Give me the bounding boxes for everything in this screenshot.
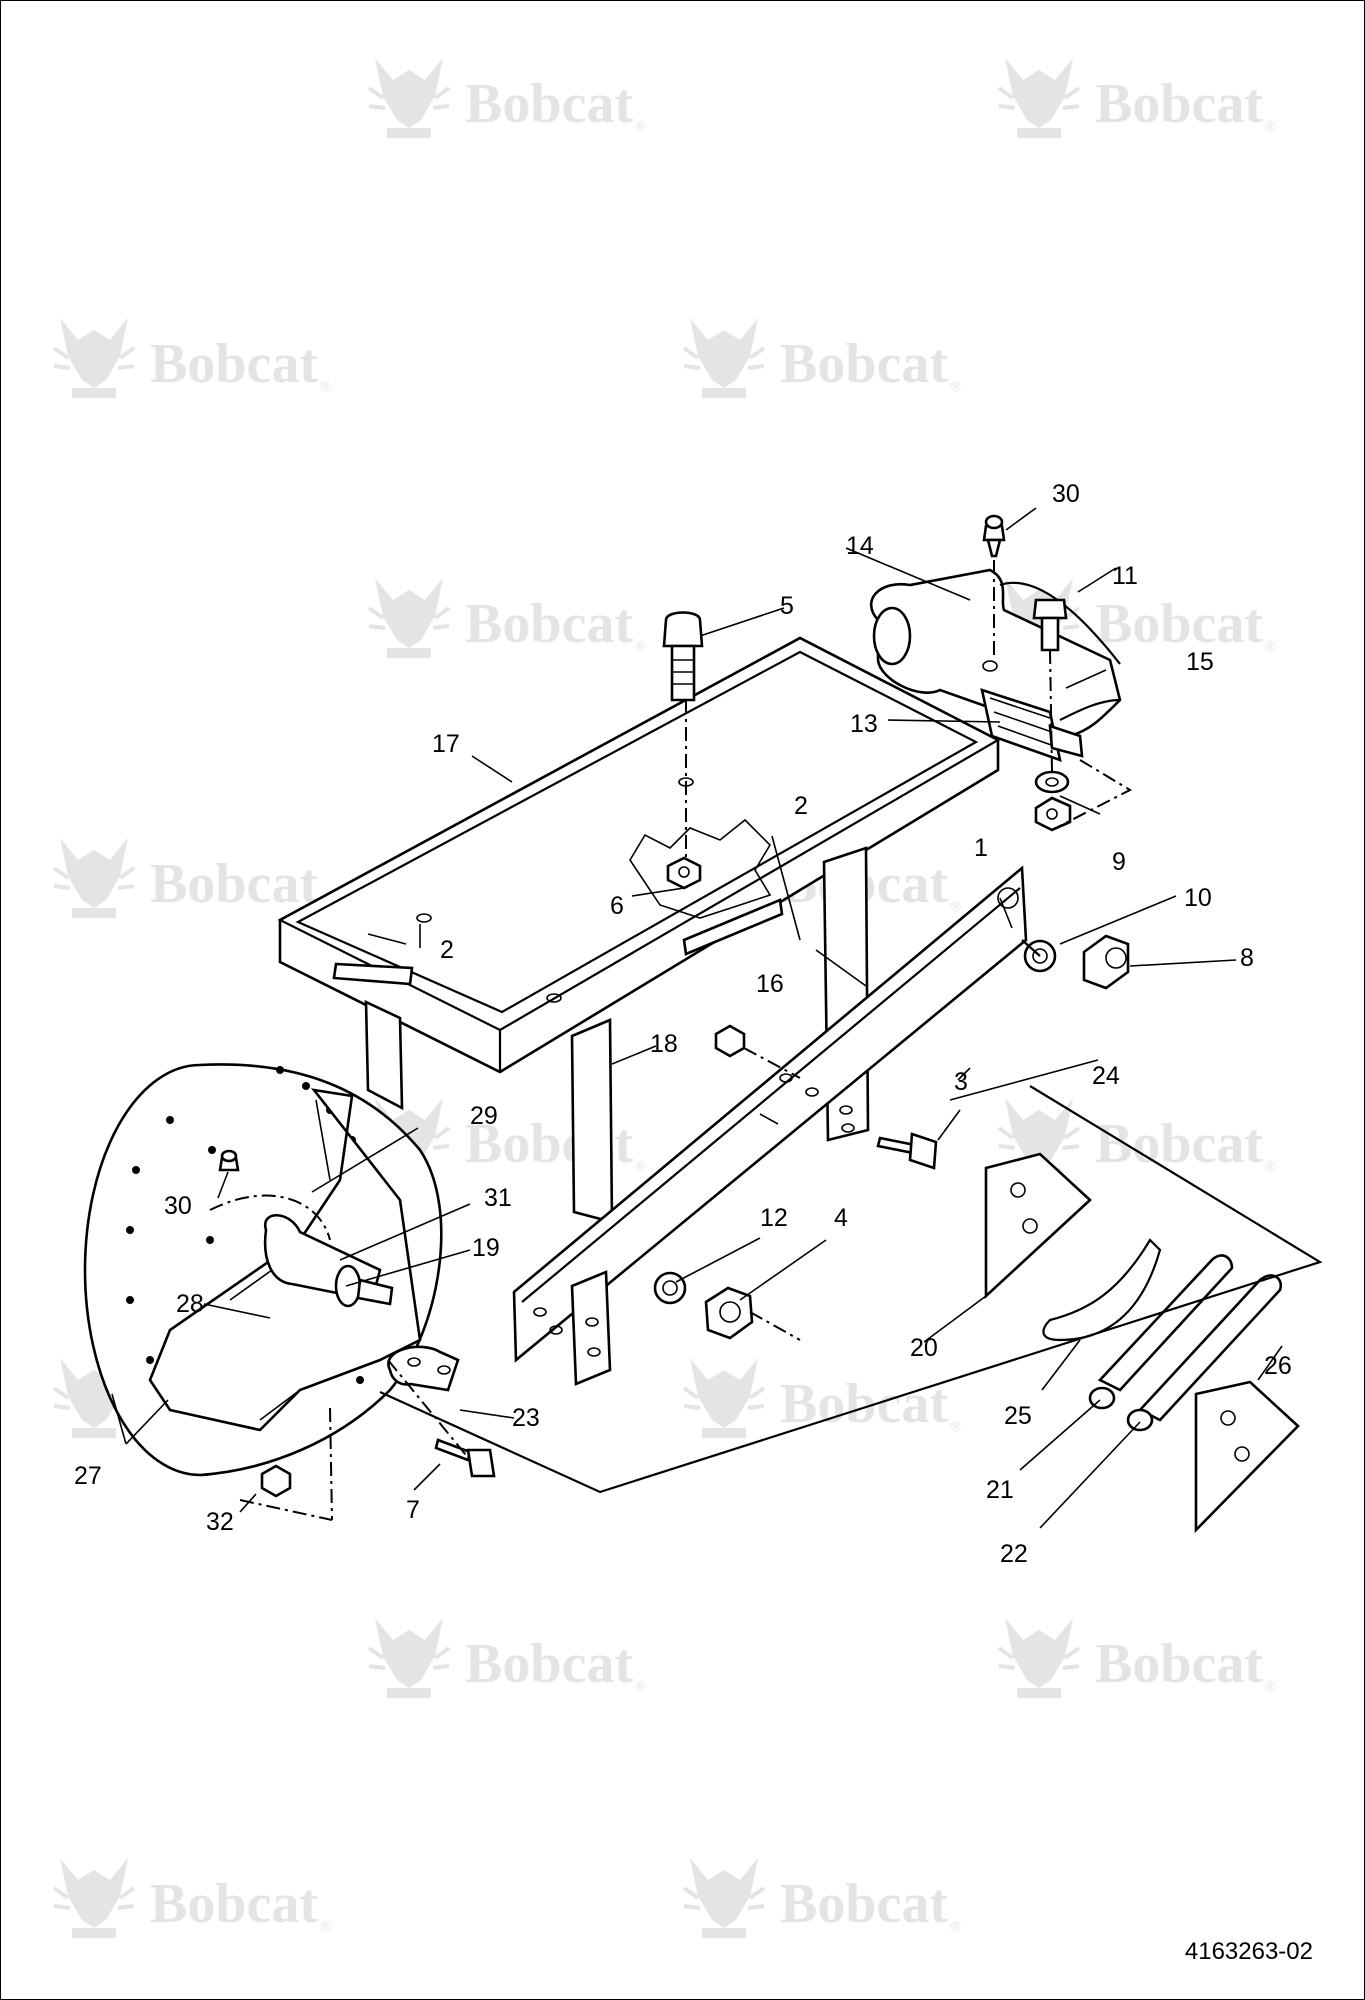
callout-9: 9 [1112, 848, 1126, 876]
watermark-text: Bobcat [780, 1873, 948, 1935]
watermark-text: Bobcat [1095, 1633, 1263, 1695]
watermark-reg-mark: ® [950, 378, 961, 394]
assembly-lines [239, 560, 1323, 1521]
frame-bar [512, 865, 1028, 1386]
bolt-11 [1032, 598, 1068, 652]
callout-17: 17 [432, 730, 460, 758]
watermark-text: Bobcat [465, 593, 633, 655]
watermark-layer: Bobcat Bobcat Bobcat Bobcat Bobcat Bobca… [52, 56, 1276, 1940]
watermark-text: Bobcat [465, 73, 633, 135]
clamp-23 [387, 1345, 460, 1392]
callout-13: 13 [850, 710, 878, 738]
rod-21 [1088, 1254, 1234, 1410]
callout-7: 7 [406, 1496, 420, 1524]
watermark-reg-mark: ® [635, 1158, 646, 1174]
callout-21: 21 [986, 1476, 1014, 1504]
watermark-reg-mark: ® [1265, 118, 1276, 134]
watermark-text: Bobcat [780, 333, 948, 395]
washer-nut-9 [1034, 770, 1072, 832]
callout-15: 15 [1186, 648, 1214, 676]
callout-10: 10 [1184, 884, 1212, 912]
nut-4 [653, 1271, 754, 1340]
callout-19: 19 [472, 1234, 500, 1262]
callout-2: 2 [794, 792, 808, 820]
rod-22 [1126, 1274, 1283, 1432]
callout-2b: 2 [440, 936, 454, 964]
callout-labels: 30 14 11 5 15 17 13 2 1 9 6 10 2 8 16 18… [74, 480, 1292, 1568]
callout-31: 31 [484, 1184, 512, 1212]
watermark-reg-mark: ® [320, 1918, 331, 1934]
callout-27: 27 [74, 1462, 102, 1490]
watermark-text: Bobcat [465, 1633, 633, 1695]
watermark-reg-mark: ® [950, 1418, 961, 1434]
document-number: 4163263-02 [1184, 1938, 1313, 1965]
scraper-20 [984, 1152, 1092, 1299]
watermark-reg-mark: ® [1265, 1678, 1276, 1694]
nut-frame [714, 1024, 746, 1058]
callout-5: 5 [780, 592, 794, 620]
watermark-reg-mark: ® [635, 638, 646, 654]
callout-29: 29 [470, 1102, 498, 1130]
callout-14: 14 [846, 532, 874, 560]
watermark-reg-mark: ® [950, 1918, 961, 1934]
watermark-reg-mark: ® [1265, 638, 1276, 654]
callout-4: 4 [834, 1204, 848, 1232]
callout-6: 6 [610, 892, 624, 920]
callout-28: 28 [176, 1290, 204, 1318]
callout-23: 23 [512, 1404, 540, 1432]
watermark-reg-mark: ® [1265, 1158, 1276, 1174]
nut-32 [260, 1464, 292, 1498]
watermark-reg-mark: ® [320, 378, 331, 394]
callout-11: 11 [1112, 562, 1138, 590]
callout-26: 26 [1264, 1352, 1292, 1380]
bolt-7 [434, 1438, 496, 1478]
callout-25: 25 [1004, 1402, 1032, 1430]
watermark-text: Bobcat [1095, 593, 1263, 655]
press-wheel [83, 1063, 443, 1521]
watermark-text: Bobcat [1095, 1113, 1263, 1175]
callout-30b: 30 [164, 1192, 192, 1220]
nut-8 [1023, 934, 1130, 990]
callout-22: 22 [1000, 1540, 1028, 1568]
callout-30: 30 [1052, 480, 1080, 508]
watermark-text: Bobcat [150, 853, 318, 915]
callout-16: 16 [756, 970, 784, 998]
watermark-reg-mark: ® [635, 118, 646, 134]
callout-20: 20 [910, 1334, 938, 1362]
watermark-reg-mark: ® [950, 898, 961, 914]
bolt-5 [662, 611, 704, 702]
callout-3: 3 [954, 1068, 968, 1096]
callout-1: 1 [974, 834, 988, 862]
pivot-tube [870, 568, 1122, 762]
callout-18: 18 [650, 1030, 678, 1058]
watermark-text: Bobcat [150, 1873, 318, 1935]
leader-lines [111, 507, 1283, 1529]
grease-fitting-top [982, 514, 1006, 558]
watermark-text: Bobcat [150, 333, 318, 395]
bolt-3 [876, 1132, 938, 1170]
callout-32: 32 [206, 1508, 234, 1536]
watermark-text: Bobcat [1095, 73, 1263, 135]
scraper-26 [1194, 1380, 1300, 1534]
callout-24: 24 [1092, 1062, 1120, 1090]
callout-12: 12 [760, 1204, 788, 1232]
callout-8: 8 [1240, 944, 1254, 972]
watermark-reg-mark: ® [635, 1678, 646, 1694]
spring-25 [1042, 1238, 1162, 1342]
